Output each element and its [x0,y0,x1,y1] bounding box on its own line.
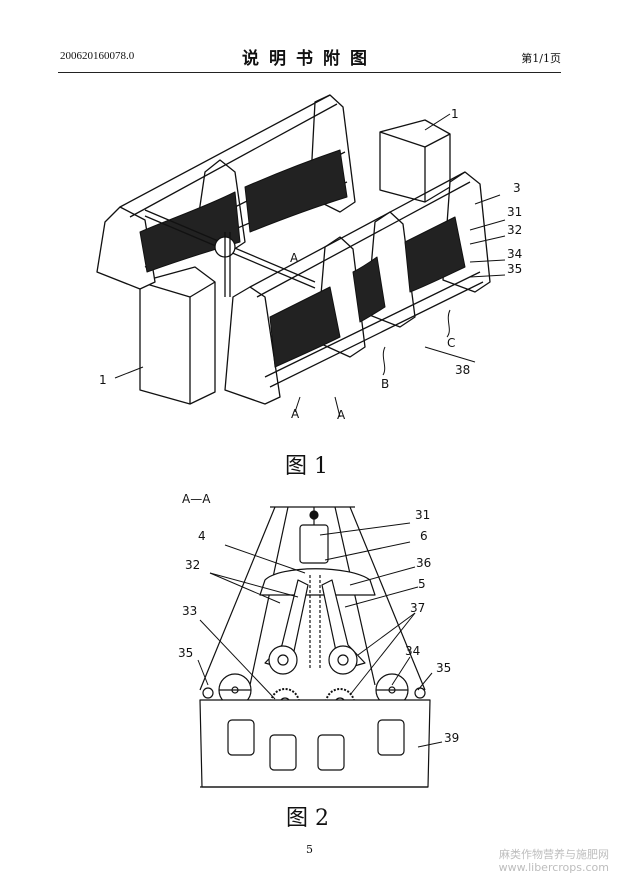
leader-lines [114,113,506,418]
header-rule [58,72,561,73]
label-38: 38 [455,363,470,377]
page-header: 200620160078.0 说明书附图 第1/1页 [0,0,619,80]
motor-box-right [379,119,451,203]
back-row-bundles [139,149,348,273]
document-number: 200620160078.0 [60,50,135,62]
label-4: 4 [198,529,206,543]
a-frame [199,506,426,691]
label-C: C [447,336,455,350]
section-label: A—A [182,492,211,506]
label-32: 32 [185,558,200,572]
figure-1-labels: 1 3 31 32 34 35 C 38 B A A A 1 [99,107,522,422]
figure-2-drawing: A—A 31 6 4 36 32 5 33 37 35 34 35 39 [178,492,459,788]
label-31: 31 [507,205,522,219]
section-leader-lines [197,522,443,748]
label-1-top: 1 [451,107,459,121]
label-39: 39 [444,731,459,745]
label-35-left: 35 [178,646,193,660]
page-label: 第1/1页 [521,52,561,65]
label-33: 33 [182,604,197,618]
label-35: 35 [507,262,522,276]
figure-2-caption: 图 2 [286,806,329,831]
figure-1-caption: 图 1 [285,454,328,479]
side-rollers [202,673,426,707]
motor-box-left [139,266,216,405]
watermark: 麻类作物营养与施肥网 www.libercrops.com [499,848,609,874]
label-3: 3 [513,181,521,195]
front-row-bundles [269,216,466,368]
label-B: B [381,377,389,391]
label-5: 5 [418,577,426,591]
label-A-upper: A [290,251,299,265]
watermark-line-1: 麻类作物营养与施肥网 [499,848,609,861]
figure-2-labels: A—A 31 6 4 36 32 5 33 37 35 34 35 39 [178,492,459,745]
label-35-right: 35 [436,661,451,675]
watermark-line-2: www.libercrops.com [498,861,609,874]
figure-1-drawing: 1 3 31 32 34 35 C 38 B A A A 1 [96,94,522,422]
hood [259,568,376,596]
page-number: 5 [306,843,313,856]
label-34: 34 [507,247,522,261]
page-title: 说明书附图 [242,49,377,69]
label-A-left: A [291,407,300,421]
feeder-head [299,507,329,564]
label-37: 37 [410,601,425,615]
belt-rollers [268,645,358,675]
label-A-section: A [337,408,346,422]
label-36: 36 [416,556,431,570]
label-1-bottom: 1 [99,373,107,387]
drive-shaft [144,209,316,297]
label-31: 31 [415,508,430,522]
label-32: 32 [507,223,522,237]
label-34: 34 [405,644,420,658]
label-6: 6 [420,529,428,543]
base-cabinet [199,699,431,788]
